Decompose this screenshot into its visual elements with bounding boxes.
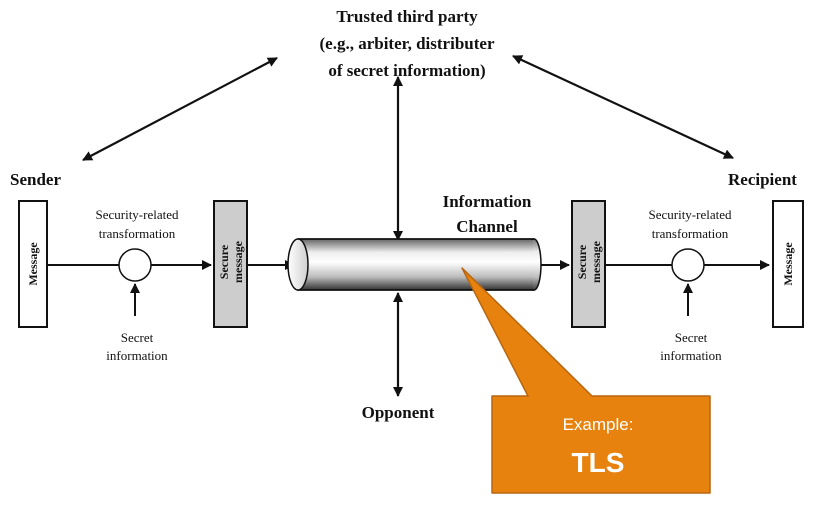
left-secure-line-2: message — [231, 240, 245, 283]
channel-label-line-1: Information — [443, 192, 532, 211]
right-secret-line-1: Secret — [675, 330, 708, 345]
right-secure-message-text: Secure message — [575, 240, 603, 283]
recipient-message-text: Message — [781, 242, 795, 286]
left-transform-line-1: Security-related — [95, 207, 179, 222]
recipient-label: Recipient — [728, 170, 797, 189]
callout-line-1: Example: — [563, 415, 634, 434]
left-transform-circle — [118, 248, 152, 282]
sender-label: Sender — [10, 170, 61, 189]
ttp-line-3: of secret information) — [328, 61, 485, 80]
right-transform-circle — [671, 248, 705, 282]
ttp-sender-arrow — [82, 57, 278, 161]
channel-left-cap — [287, 238, 309, 291]
left-secret-line-1: Secret — [121, 330, 154, 345]
sender-message-text: Message — [26, 242, 40, 286]
left-secret-line-2: information — [106, 348, 168, 363]
right-secret-label: Secret information — [660, 330, 722, 363]
recipient-message-box — [772, 200, 804, 328]
right-secure-line-2: message — [589, 240, 603, 283]
callout-shape — [461, 267, 711, 494]
left-secret-label: Secret information — [106, 330, 168, 363]
ttp-line-1: Trusted third party — [336, 7, 478, 26]
left-transform-label: Security-related transformation — [95, 207, 179, 241]
right-transform-line-2: transformation — [652, 226, 729, 241]
left-transform-line-2: transformation — [99, 226, 176, 241]
right-transform-line-1: Security-related — [648, 207, 732, 222]
trusted-third-party: Trusted third party (e.g., arbiter, dist… — [319, 7, 494, 80]
right-secure-line-1: Secure — [575, 244, 589, 279]
channel-body-cover — [299, 240, 533, 289]
callout-line-2: TLS — [572, 447, 625, 478]
ttp-recipient-arrow — [512, 55, 734, 159]
left-secure-line-1: Secure — [217, 244, 231, 279]
opponent-label: Opponent — [362, 403, 435, 422]
channel-label: Information Channel — [443, 192, 532, 236]
information-channel — [287, 238, 542, 291]
right-transform-label: Security-related transformation — [648, 207, 732, 241]
left-secure-message-text: Secure message — [217, 240, 245, 283]
channel-label-line-2: Channel — [456, 217, 518, 236]
right-secure-message-box — [571, 200, 606, 328]
tls-callout: Example: TLS — [461, 267, 711, 494]
ttp-line-2: (e.g., arbiter, distributer — [319, 34, 494, 53]
right-secret-line-2: information — [660, 348, 722, 363]
